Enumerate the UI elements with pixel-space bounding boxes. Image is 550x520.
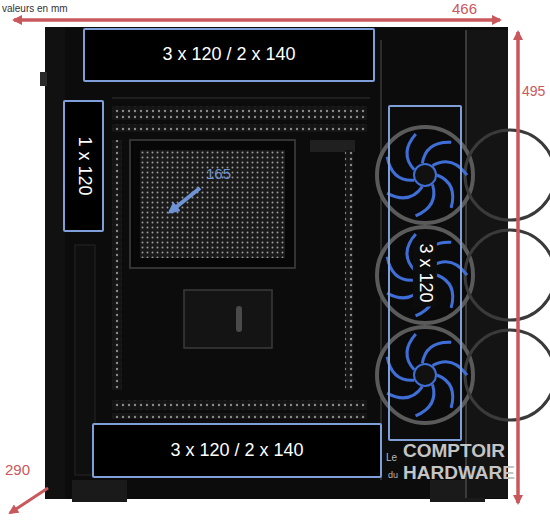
- fan-blade: [416, 184, 434, 216]
- fan-mount-box: 3 x 120: [388, 105, 462, 441]
- fan-blade: [387, 357, 414, 381]
- fan-blade: [422, 342, 451, 363]
- fan-count-text: 1 x 120: [74, 136, 94, 195]
- fan-mount-box: 3 x 120 / 2 x 140: [83, 28, 375, 82]
- fan-blade: [387, 187, 422, 198]
- dimension-depth: 290: [5, 462, 30, 479]
- fan-count-text: 3 x 120: [413, 239, 437, 306]
- fan-blade: [416, 384, 434, 416]
- fan-blade: [437, 375, 453, 408]
- fan-blade: [407, 134, 416, 170]
- fan-blade: [387, 157, 414, 181]
- watermark: Le: [386, 452, 397, 463]
- fan-blade: [387, 387, 422, 398]
- dimension-width: 466: [452, 1, 477, 18]
- fan-blade: [407, 334, 416, 370]
- fan-count-text: 3 x 120 / 2 x 140: [170, 441, 303, 461]
- watermark: du: [388, 471, 398, 481]
- motherboard-tray: [75, 106, 367, 475]
- case-body: [40, 27, 508, 502]
- front-fans: [377, 127, 550, 423]
- fan-blade: [437, 175, 453, 208]
- cooler-height: 165: [206, 166, 231, 183]
- units-note: valeurs en mm: [2, 3, 68, 14]
- fan-hub: [414, 364, 436, 386]
- dimension-height: 495: [522, 84, 545, 99]
- fan-mount-box: 1 x 120: [63, 100, 104, 232]
- fan-blade: [437, 275, 453, 308]
- fan-count-text: 3 x 120 / 2 x 140: [162, 45, 295, 65]
- fan-hub: [414, 164, 436, 186]
- fan-blade: [422, 142, 451, 163]
- fan-blade: [387, 257, 414, 281]
- watermark: COMPTOIR: [403, 441, 505, 462]
- watermark: HARDWARE: [403, 463, 515, 484]
- fan-mount-box: 3 x 120 / 2 x 140: [92, 423, 382, 478]
- dimension-arrows: [10, 20, 518, 513]
